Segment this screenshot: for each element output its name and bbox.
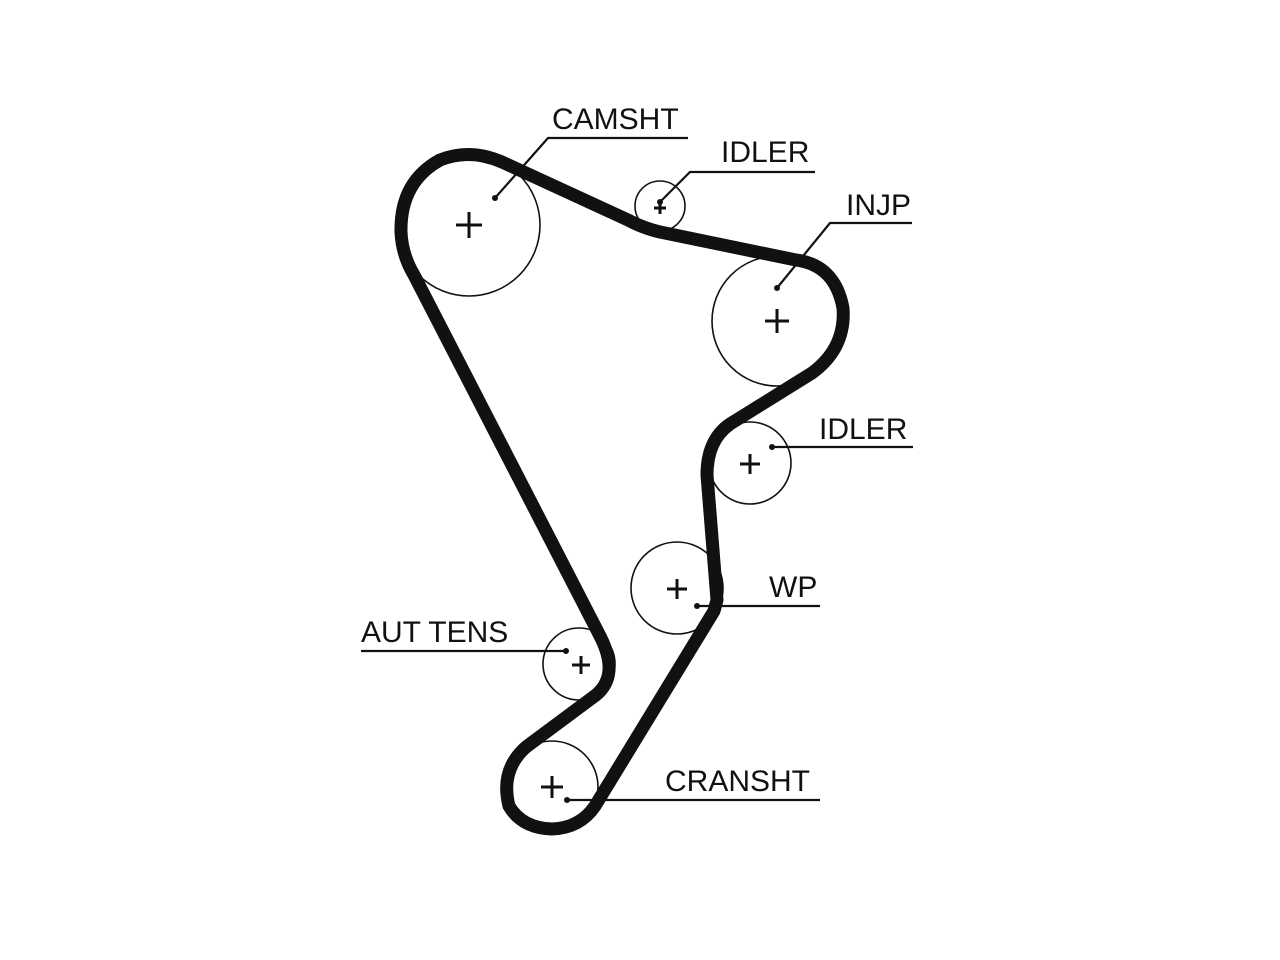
timing-belt	[394, 147, 850, 836]
label-idler-middle: IDLER	[819, 413, 907, 446]
label-injection-pump: INJP	[846, 189, 911, 222]
label-idler-top: IDLER	[721, 136, 809, 169]
leader-camshaft	[492, 136, 688, 201]
leader-idler-top	[657, 170, 815, 205]
leader-auto-tensioner	[361, 648, 569, 654]
leader-water-pump	[694, 603, 820, 609]
label-camshaft: CAMSHT	[552, 103, 679, 136]
leader-idler-middle	[769, 444, 913, 450]
leader-crankshaft	[564, 797, 820, 803]
label-crankshaft: CRANSHT	[665, 765, 810, 798]
label-auto-tensioner: AUT TENS	[361, 616, 508, 649]
leader-injection-pump	[774, 221, 912, 291]
pulley-water-pump	[630, 541, 724, 635]
label-water-pump: WP	[769, 571, 817, 604]
